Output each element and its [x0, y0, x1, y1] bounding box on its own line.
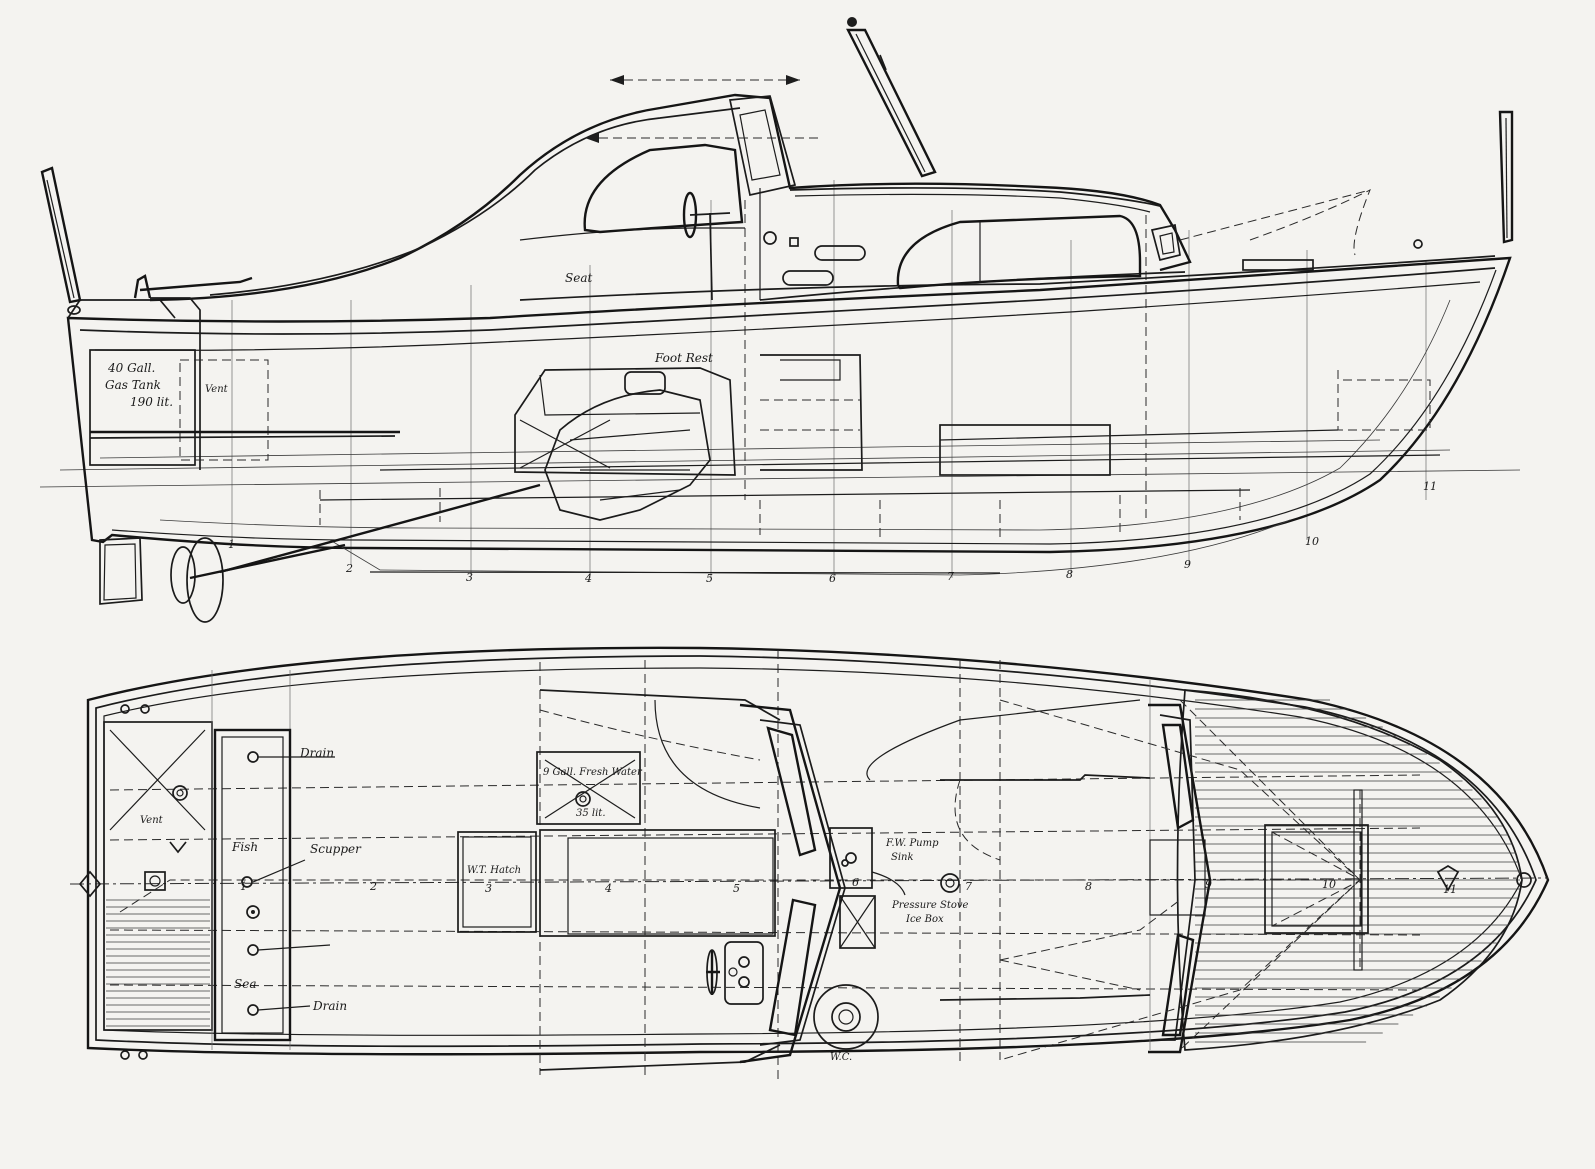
profile-propellers [170, 483, 541, 623]
vent-label: Vent [140, 815, 164, 826]
plan-helm [706, 941, 764, 1005]
profile-rudder [99, 537, 143, 605]
plan-fish-box [213, 728, 292, 1042]
svg-text:11: 11 [1443, 883, 1457, 896]
plan-centreline [69, 877, 1549, 885]
profile-station-lines [231, 180, 1427, 578]
profile-cockpit-window [583, 143, 744, 234]
gas-tank-qty-label: 40 Gall. [107, 361, 155, 375]
ice-box-label: Ice Box [905, 914, 944, 925]
plan-cabin-trunk-front [1148, 703, 1212, 1054]
svg-text:5: 5 [706, 572, 713, 585]
svg-text:6: 6 [829, 572, 836, 585]
profile-station-numbers: 1 2 3 4 5 6 7 8 9 10 11 [228, 480, 1437, 585]
profile-mast [846, 17, 937, 178]
plan-station-lines [211, 650, 1361, 1080]
plan-hull [86, 646, 1550, 1056]
svg-text:6: 6 [852, 876, 859, 889]
svg-text:1: 1 [240, 880, 247, 893]
drain-bottom-label: Drain [312, 999, 347, 1013]
svg-text:10: 10 [1305, 535, 1319, 548]
plan-fresh-water-tank [536, 751, 641, 825]
profile-portlight-1 [814, 245, 866, 261]
svg-text:7: 7 [965, 880, 972, 893]
scupper-label: Scupper [310, 842, 362, 856]
svg-text:10: 10 [1322, 878, 1336, 891]
svg-text:3: 3 [485, 882, 492, 895]
profile-cabin-roof [149, 93, 1192, 302]
profile-windshield [728, 95, 797, 197]
svg-text:9: 9 [1205, 878, 1212, 891]
svg-text:4: 4 [584, 572, 592, 585]
sea-label: Sea [234, 977, 256, 991]
profile-arrows [585, 75, 820, 143]
svg-text:2: 2 [369, 880, 377, 893]
svg-text:11: 11 [1423, 480, 1437, 493]
profile-view: 40 Gall. Gas Tank 190 lit. Vent Foot Res… [39, 17, 1521, 623]
seat-label: Seat [565, 271, 592, 285]
svg-text:5: 5 [733, 882, 740, 895]
gas-tank-vent-label: Vent [205, 384, 229, 395]
profile-steering-wheel [682, 191, 777, 301]
drain-top-label: Drain [299, 746, 334, 760]
svg-text:1: 1 [228, 538, 235, 551]
plan-wc [813, 984, 879, 1050]
profile-gas-tank [89, 349, 196, 466]
sink-label: Sink [891, 852, 914, 863]
profile-bow-staff [1498, 110, 1514, 244]
plan-wt-hatch [457, 831, 537, 933]
wt-hatch-label: W.T. Hatch [467, 865, 521, 876]
profile-hull [66, 256, 1512, 554]
pressure-stove-label: Pressure Stove [891, 900, 969, 911]
profile-baseline [39, 469, 1521, 488]
plan-station-numbers: 1 2 3 4 5 6 7 8 9 10 11 [240, 876, 1457, 896]
svg-text:8: 8 [1066, 568, 1073, 581]
plan-engine-hatch [539, 829, 776, 937]
profile-portlight-2 [782, 270, 834, 286]
plan-forward-hatch [1264, 824, 1369, 934]
profile-engine [544, 389, 711, 521]
svg-text:7: 7 [947, 570, 954, 583]
gas-tank-name-label: Gas Tank [105, 378, 161, 392]
svg-text:9: 9 [1184, 558, 1191, 571]
profile-stern-staff [40, 166, 82, 315]
plan-view: Fish Sea Drain Scupper Drain Vent W.T. H… [69, 646, 1550, 1080]
svg-text:8: 8 [1085, 880, 1092, 893]
fresh-water-vol-label: 35 lit. [576, 808, 606, 819]
profile-cabin-window [896, 214, 1142, 290]
foot-rest-label: Foot Rest [654, 351, 713, 365]
svg-text:2: 2 [345, 562, 353, 575]
plan-ice-box [839, 895, 876, 949]
wc-label: W.C. [830, 1052, 852, 1063]
profile-engine-box [514, 367, 736, 476]
gas-tank-vol-label: 190 lit. [130, 395, 173, 409]
fresh-water-label: 9 Gall. Fresh Water [543, 767, 643, 778]
svg-text:3: 3 [466, 571, 473, 584]
fw-pump-label: F.W. Pump [885, 838, 939, 849]
plan-sink [829, 827, 873, 889]
fish-label: Fish [231, 840, 258, 854]
plan-aftdeck-planking [103, 721, 213, 1031]
svg-text:4: 4 [604, 882, 612, 895]
